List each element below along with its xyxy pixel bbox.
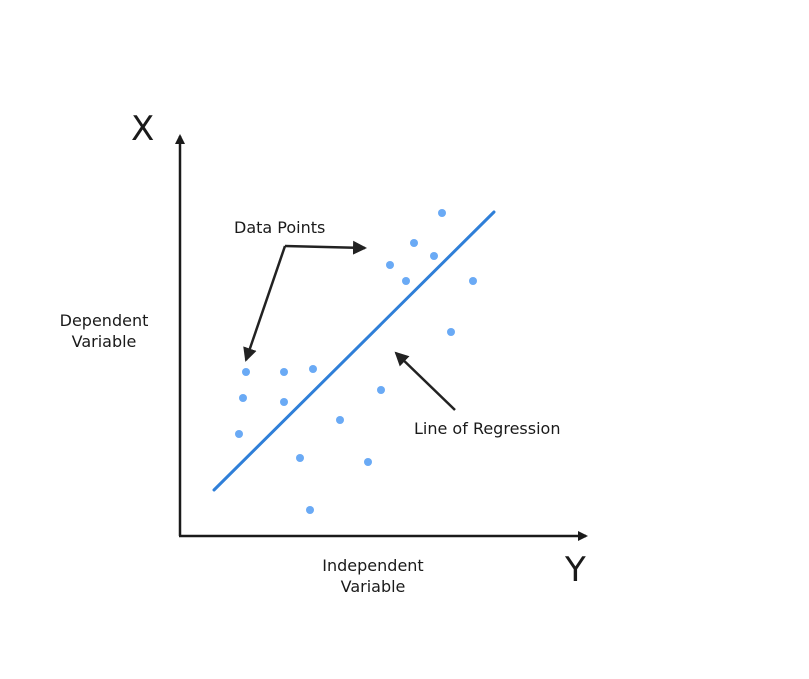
data-point xyxy=(438,209,446,217)
data-points-arrow-right xyxy=(284,240,367,255)
regression-line xyxy=(212,210,496,492)
data-point xyxy=(336,416,344,424)
data-point xyxy=(280,398,288,406)
data-point xyxy=(469,277,477,285)
annotation-arrows xyxy=(243,240,456,411)
data-point xyxy=(296,454,304,462)
data-point xyxy=(280,368,288,376)
data-point xyxy=(447,328,455,336)
regression-arrow xyxy=(394,351,456,411)
y-axis-label-line1: Dependent xyxy=(59,311,149,330)
x-axis-label-line1: Independent xyxy=(322,556,424,575)
data-points-arrow-left xyxy=(243,245,287,362)
data-point xyxy=(377,386,385,394)
y-axis-label-line2: Variable xyxy=(71,332,137,351)
data-point xyxy=(309,365,317,373)
data-point xyxy=(402,277,410,285)
data-point xyxy=(410,239,418,247)
vertical-axis-letter: X xyxy=(131,109,155,149)
x-axis-label-line2: Variable xyxy=(340,577,406,596)
horizontal-axis-letter: Y xyxy=(565,550,586,590)
data-point xyxy=(386,261,394,269)
data-points-annotation: Data Points xyxy=(234,218,326,237)
axes xyxy=(175,134,588,541)
data-point xyxy=(242,368,250,376)
data-point xyxy=(364,458,372,466)
regression-annotation: Line of Regression xyxy=(414,419,561,438)
data-points xyxy=(235,209,477,514)
data-point xyxy=(239,394,247,402)
data-point xyxy=(306,506,314,514)
x-axis-label: Independent Variable xyxy=(310,555,436,597)
y-axis-label: Dependent Variable xyxy=(48,310,160,352)
data-point xyxy=(235,430,243,438)
data-point xyxy=(430,252,438,260)
